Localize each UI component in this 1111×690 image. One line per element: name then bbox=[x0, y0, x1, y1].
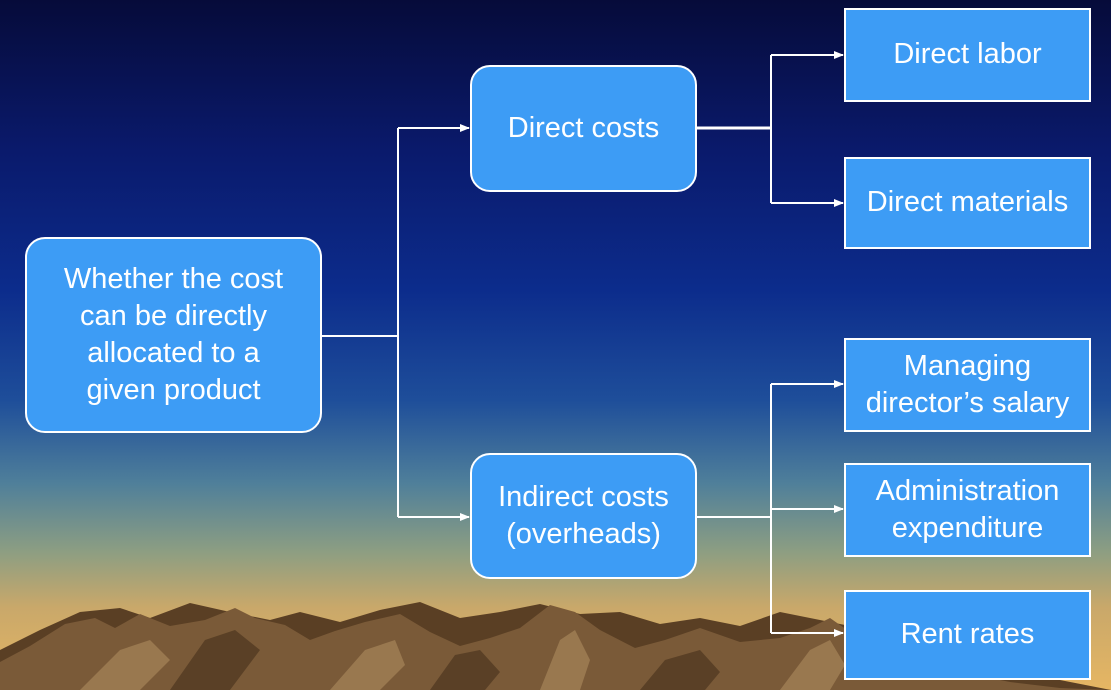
direct-labor-label: Direct labor bbox=[893, 38, 1042, 71]
direct-costs-box: Direct costs bbox=[470, 65, 697, 192]
managing-salary-label: Managing director’s salary bbox=[865, 349, 1070, 419]
mountain-shadow bbox=[170, 630, 720, 690]
direct-labor-box: Direct labor bbox=[844, 8, 1091, 102]
indirect-costs-box: Indirect costs (overheads) bbox=[470, 453, 697, 579]
indirect-costs-label: Indirect costs (overheads) bbox=[498, 480, 669, 550]
administration-box: Administration expenditure bbox=[844, 463, 1091, 557]
rent-rates-label: Rent rates bbox=[900, 618, 1035, 651]
direct-costs-label: Direct costs bbox=[507, 111, 660, 144]
direct-materials-box: Direct materials bbox=[844, 157, 1091, 249]
managing-salary-box: Managing director’s salary bbox=[844, 338, 1091, 432]
administration-label: Administration expenditure bbox=[875, 474, 1060, 544]
root-box-label: Whether the cost can be directly allocat… bbox=[63, 262, 284, 407]
root-box: Whether the cost can be directly allocat… bbox=[25, 237, 322, 433]
direct-materials-label: Direct materials bbox=[866, 186, 1069, 219]
rent-rates-box: Rent rates bbox=[844, 590, 1091, 680]
